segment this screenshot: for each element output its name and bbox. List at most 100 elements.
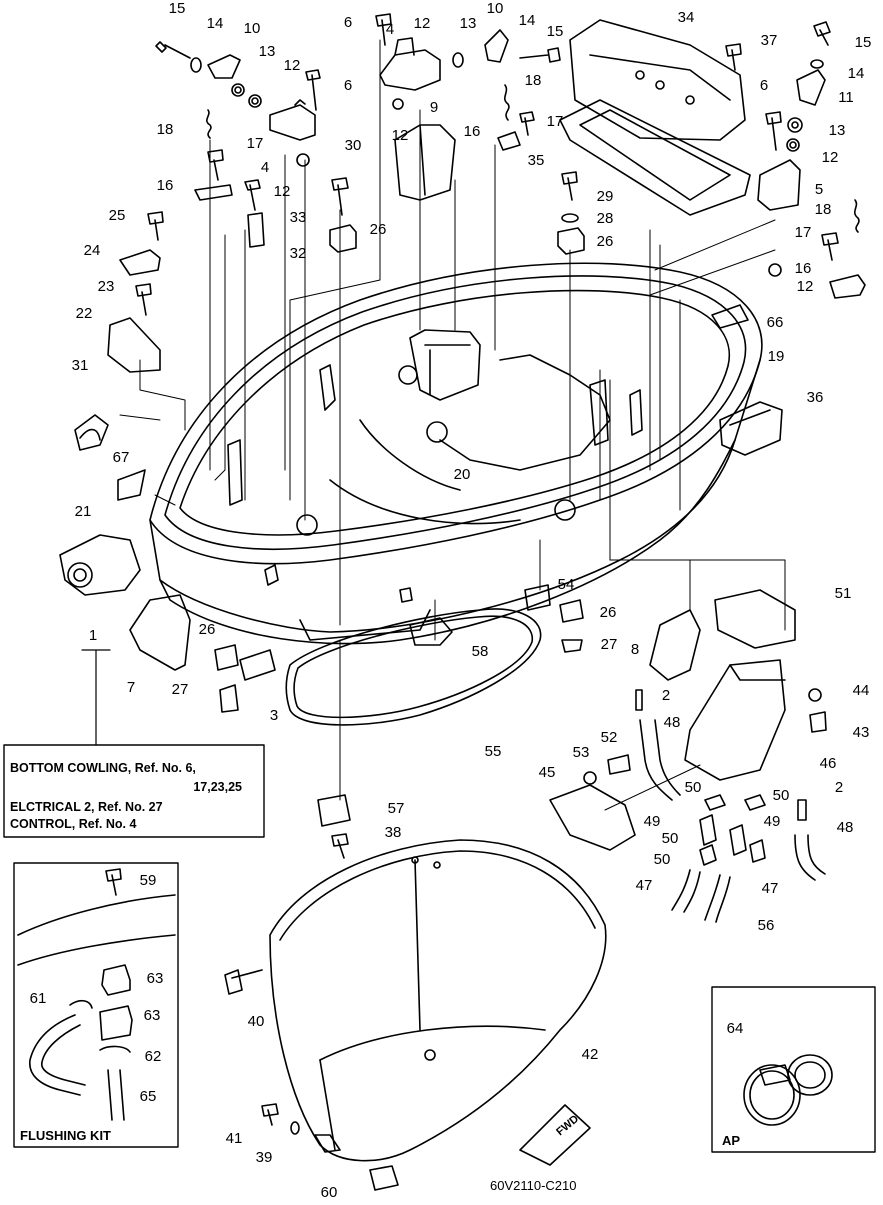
callout-12c: 12 xyxy=(414,15,431,32)
callout-23: 23 xyxy=(98,278,115,295)
callout-labels: 15 14 10 13 12 6 18 17 4 12 16 33 30 25 … xyxy=(30,0,872,1201)
callout-21: 21 xyxy=(75,503,92,520)
callout-61: 63 xyxy=(144,1007,161,1024)
callout-44: 44 xyxy=(853,682,870,699)
callout-7: 7 xyxy=(127,679,135,696)
callout-32: 32 xyxy=(290,245,307,262)
callout-56: 57 xyxy=(388,800,405,817)
callout-12d: 12 xyxy=(392,127,409,144)
callout-17b: 17 xyxy=(547,113,564,130)
callout-67: 67 xyxy=(113,449,130,466)
callout-27b: 27 xyxy=(601,636,618,653)
reference-box xyxy=(3,744,265,838)
assembly-lines xyxy=(119,39,786,811)
callout-18a: 18 xyxy=(157,121,174,138)
callout-50e: 47 xyxy=(762,880,779,897)
callout-2a: 2 xyxy=(662,687,670,704)
flushing-kit-title: FLUSHING KIT xyxy=(20,1128,111,1143)
middle-right-hardware xyxy=(524,584,827,923)
callout-49a: 49 xyxy=(644,813,661,830)
callout-29: 29 xyxy=(597,188,614,205)
callout-60: 59 xyxy=(140,872,157,889)
callout-50b: 50 xyxy=(773,787,790,804)
callout-8: 8 xyxy=(631,641,639,658)
callout-66: 66 xyxy=(767,314,784,331)
callout-48b: 48 xyxy=(837,819,854,836)
callout-47b: 56 xyxy=(758,917,775,934)
callout-62: 65 xyxy=(140,1088,157,1105)
callout-42: 40 xyxy=(248,1013,265,1030)
callout-65: 64 xyxy=(727,1020,744,1037)
callout-26b: 26 xyxy=(370,221,387,238)
callout-1: 1 xyxy=(89,627,97,644)
callout-14c: 14 xyxy=(848,65,865,82)
callout-25: 25 xyxy=(109,207,126,224)
callout-12e: 12 xyxy=(822,149,839,166)
callout-3: 3 xyxy=(270,707,278,724)
callout-13a: 13 xyxy=(259,43,276,60)
callout-27a: 27 xyxy=(172,681,189,698)
callout-6a: 6 xyxy=(344,77,352,94)
callout-50a: 50 xyxy=(685,779,702,796)
callout-48a: 48 xyxy=(664,714,681,731)
top-right-hardware xyxy=(559,19,866,456)
top-left-hardware xyxy=(59,41,357,713)
callout-6c: 6 xyxy=(760,77,768,94)
callout-16b: 16 xyxy=(464,123,481,140)
callout-17a: 17 xyxy=(247,135,264,152)
ref-line-1: BOTTOM COWLING, Ref. No. 6, xyxy=(10,761,196,775)
callout-16a: 16 xyxy=(157,177,174,194)
callout-35: 35 xyxy=(528,152,545,169)
callout-12a: 12 xyxy=(284,57,301,74)
callout-6b: 6 xyxy=(344,14,352,31)
callout-10a: 10 xyxy=(244,20,261,37)
callout-13b: 13 xyxy=(460,15,477,32)
callout-17c: 17 xyxy=(795,224,812,241)
callout-14b: 14 xyxy=(519,12,536,29)
callout-14a: 14 xyxy=(207,15,224,32)
callout-18c: 18 xyxy=(815,201,832,218)
callout-31: 31 xyxy=(72,357,89,374)
callout-18b: 18 xyxy=(525,72,542,89)
top-center-hardware xyxy=(375,13,585,255)
callout-49b: 49 xyxy=(764,813,781,830)
callout-52: 52 xyxy=(601,729,618,746)
ap-box xyxy=(711,986,876,1153)
flushing-kit-drawing xyxy=(17,868,176,1121)
ref-line-3: ELCTRICAL 2, Ref. No. 27 xyxy=(10,800,163,814)
callout-13c: 13 xyxy=(829,122,846,139)
callout-5: 5 xyxy=(815,181,823,198)
callout-26d: 26 xyxy=(600,604,617,621)
callout-16c: 16 xyxy=(795,260,812,277)
callout-20: 20 xyxy=(454,466,471,483)
callout-50d: 50 xyxy=(654,851,671,868)
callout-57: 38 xyxy=(385,824,402,841)
callout-22: 22 xyxy=(76,305,93,322)
callout-39: 60 xyxy=(321,1184,338,1200)
callout-58: 58 xyxy=(472,643,489,660)
callout-15b: 15 xyxy=(547,23,564,40)
ref-line-4: CONTROL, Ref. No. 4 xyxy=(10,817,136,831)
callout-55: 55 xyxy=(485,743,502,760)
callout-15c: 15 xyxy=(855,34,872,51)
callout-9: 9 xyxy=(430,99,438,116)
callout-43: 43 xyxy=(853,724,870,741)
callout-12b: 12 xyxy=(274,183,291,200)
top-cowling xyxy=(224,794,607,1191)
callout-30: 30 xyxy=(345,137,362,154)
callout-47a: 47 xyxy=(636,877,653,894)
callout-45: 45 xyxy=(539,764,556,781)
callout-53: 53 xyxy=(573,744,590,761)
callout-2b: 2 xyxy=(835,779,843,796)
ref-line-2: 17,23,25 xyxy=(193,780,242,794)
callout-40: 41 xyxy=(226,1130,243,1147)
callout-59: 63 xyxy=(147,970,164,987)
callout-24: 24 xyxy=(84,242,101,259)
callout-51: 51 xyxy=(835,585,852,602)
callout-50c: 50 xyxy=(662,830,679,847)
callout-63b: 62 xyxy=(145,1048,162,1065)
callout-36: 36 xyxy=(807,389,824,406)
callout-34: 34 xyxy=(678,9,695,26)
